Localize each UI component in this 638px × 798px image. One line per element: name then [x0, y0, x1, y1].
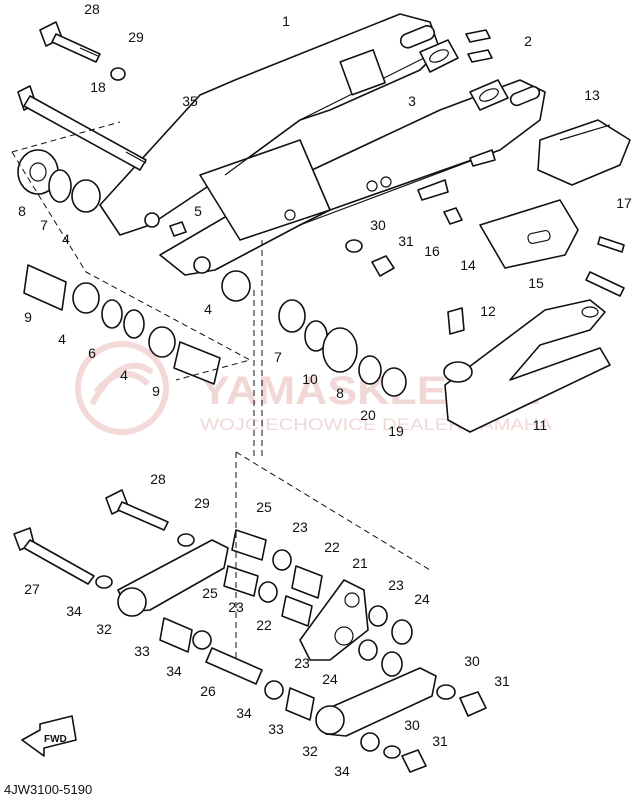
callout-c-4d: 4 — [120, 367, 128, 383]
callout-c-34b: 34 — [166, 663, 182, 679]
callout-c-20: 20 — [360, 407, 376, 423]
callout-c-10: 10 — [302, 371, 318, 387]
callout-c-30c: 30 — [404, 717, 420, 733]
callout-c-23c: 23 — [388, 577, 404, 593]
callout-c-16: 16 — [424, 243, 440, 259]
callout-c-30a: 30 — [370, 217, 386, 233]
callout-c-34d: 34 — [334, 763, 350, 779]
callout-c-9a: 9 — [24, 309, 32, 325]
callout-c-21: 21 — [352, 555, 368, 571]
callout-c-24a: 24 — [414, 591, 430, 607]
assembly-outlines — [11, 121, 431, 660]
callout-c-27: 27 — [24, 581, 40, 597]
callout-c-32b: 32 — [302, 743, 318, 759]
callout-c-28b: 28 — [150, 471, 166, 487]
callout-c-3: 3 — [408, 93, 416, 109]
callout-c-31b: 31 — [494, 673, 510, 689]
chain-support — [443, 119, 631, 297]
callout-c-12: 12 — [480, 303, 496, 319]
callout-c-30b: 30 — [464, 653, 480, 669]
callout-c-8a: 8 — [18, 203, 26, 219]
callout-c-4c: 4 — [58, 331, 66, 347]
callout-c-6: 6 — [88, 345, 96, 361]
callout-c-19: 19 — [388, 423, 404, 439]
callout-c-4a: 4 — [62, 231, 70, 247]
callout-c-8b: 8 — [336, 385, 344, 401]
watermark-logo — [75, 341, 169, 435]
callout-c-7a: 7 — [40, 217, 48, 233]
relay-arm-group — [13, 489, 487, 773]
callout-c-2: 2 — [524, 33, 532, 49]
callout-c-25b: 25 — [202, 585, 218, 601]
callout-c-26: 26 — [200, 683, 216, 699]
callout-c-23a: 23 — [292, 519, 308, 535]
callout-c-17: 17 — [616, 195, 632, 211]
callout-c-34a: 34 — [66, 603, 82, 619]
bearing-group-left — [17, 149, 251, 385]
watermark-logo-mark — [89, 362, 154, 406]
swingarm — [99, 13, 546, 276]
callout-c-5: 5 — [194, 203, 202, 219]
callout-c-29a: 29 — [128, 29, 144, 45]
pivot-bolts-upper — [17, 21, 187, 237]
callout-c-9b: 9 — [152, 383, 160, 399]
callout-c-14: 14 — [460, 257, 476, 273]
bearing-group-right — [278, 239, 407, 397]
callout-c-23b: 23 — [228, 599, 244, 615]
callout-c-31c: 31 — [432, 733, 448, 749]
callout-c-18a: 18 — [90, 79, 106, 95]
callout-c-15: 15 — [528, 275, 544, 291]
callout-c-13: 13 — [584, 87, 600, 103]
callout-c-35: 35 — [182, 93, 198, 109]
fwd-arrow: FWD — [21, 715, 77, 757]
connecting-rod — [443, 299, 611, 433]
callout-c-29b: 29 — [194, 495, 210, 511]
chain-puller-plates — [419, 29, 509, 111]
callout-c-33b: 33 — [268, 721, 284, 737]
callout-c-33a: 33 — [134, 643, 150, 659]
callout-c-24b: 24 — [322, 671, 338, 687]
fwd-arrow-label: FWD — [44, 734, 67, 745]
callout-c-32a: 32 — [96, 621, 112, 637]
callout-c-31a: 31 — [398, 233, 414, 249]
callout-c-28a: 28 — [84, 1, 100, 17]
callout-c-23d: 23 — [294, 655, 310, 671]
callout-c-22a: 22 — [324, 539, 340, 555]
diagram-code: 4JW3100-5190 — [4, 782, 92, 797]
callout-c-11: 11 — [533, 417, 548, 433]
callout-c-4b: 4 — [204, 301, 212, 317]
callout-c-25a: 25 — [256, 499, 272, 515]
callout-c-7b: 7 — [274, 349, 282, 365]
callout-c-34c: 34 — [236, 705, 252, 721]
callout-c-22b: 22 — [256, 617, 272, 633]
callout-c-1: 1 — [282, 13, 290, 29]
